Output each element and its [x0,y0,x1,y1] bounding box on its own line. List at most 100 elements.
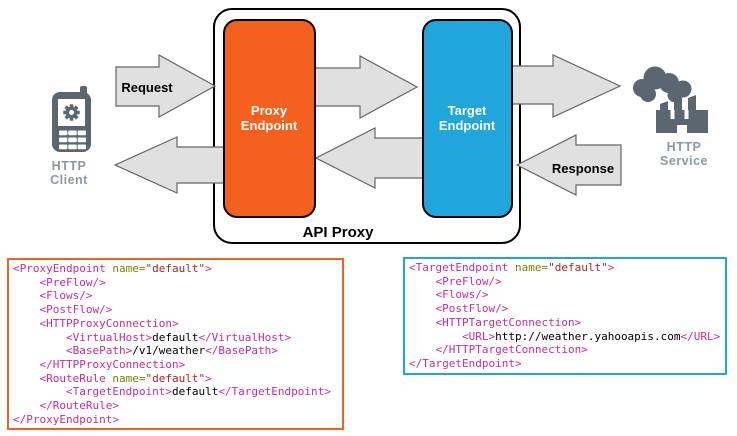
request-label: Request [121,80,173,95]
code-token-text [13,385,66,398]
proxy-endpoint-label-line2: Endpoint [241,118,298,133]
code-line: <PreFlow/> [13,276,338,290]
code-token-text [13,317,40,330]
code-line: <PreFlow/> [409,275,721,289]
code-token-text: /v1/weather [132,344,206,358]
code-token-tag: <PostFlow/> [39,303,113,317]
api-proxy-label: API Proxy [303,224,375,241]
proxy-endpoint-box [223,19,316,218]
code-token-text [508,261,515,274]
client-return-arrow [113,136,227,194]
code-line: <BasePath>/v1/weather</BasePath> [13,344,338,358]
http-client-label-line1: HTTP [52,159,87,173]
code-line: <HTTPTargetConnection> [409,316,721,330]
target-endpoint-label-line1: Target [448,103,487,118]
code-token-tag: > [205,371,212,385]
code-token-tag: <TargetEndpoint> [65,385,172,399]
code-line: <VirtualHost>default</VirtualHost> [13,331,338,345]
code-token-tag: <PreFlow/> [435,274,502,288]
code-token-text [13,344,66,357]
target-to-proxy-arrow [314,127,426,189]
code-token-text: default [152,330,199,344]
target-endpoint-code-block: <TargetEndpoint name="default"> <PreFlow… [403,257,727,375]
code-token-text [13,303,40,316]
code-token-tag: </ProxyEndpoint> [13,412,119,426]
code-token-tag: </TargetEndpoint> [218,385,331,399]
code-line: </HTTPTargetConnection> [409,343,721,357]
code-line: <PostFlow/> [13,303,338,317]
http-service-icon [633,66,708,133]
gear-icon [63,104,80,121]
request-arrow [115,53,217,119]
http-client-icon [52,86,91,152]
smoke-cloud [633,66,692,103]
code-line: <Flows/> [409,288,721,302]
code-line: <Flows/> [13,289,338,303]
code-token-text [13,399,40,412]
code-token-text [13,331,66,344]
code-token-tag: <Flows/> [435,288,489,302]
code-line: <RouteRule name="default"> [13,372,338,386]
proxy-endpoint-code-block: <ProxyEndpoint name="default"> <PreFlow/… [7,258,344,431]
flow-diagram: Proxy Endpoint Target Endpoint API Proxy… [50,8,708,244]
code-token-text [409,288,436,301]
proxy-to-target-arrow [312,54,419,120]
response-label: Response [552,161,614,176]
proxy-endpoint-label-line1: Proxy [251,103,288,118]
code-token-text [13,276,40,289]
code-line: <PostFlow/> [409,302,721,316]
code-token-tag: <Flows/> [39,289,93,303]
code-line: <ProxyEndpoint name="default"> [13,262,338,276]
code-token-tag: </HTTPProxyConnection> [39,357,186,371]
code-line: </HTTPProxyConnection> [13,358,338,372]
code-token-tag: </TargetEndpoint> [409,356,522,370]
target-endpoint-label-line2: Endpoint [439,118,496,133]
code-token-text [409,343,436,356]
code-token-val: "default" [145,371,206,385]
factory-building [656,95,708,133]
code-token-tag: </BasePath> [205,344,278,358]
factory-door [677,125,687,133]
target-to-service-arrow [508,54,622,118]
code-token-attr: name= [112,371,146,385]
code-token-tag: <RouteRule [39,371,106,385]
http-service-label-line1: HTTP [667,140,702,154]
code-line: </ProxyEndpoint> [13,413,338,427]
response-arrow [515,134,622,196]
code-token-text: http://weather.yahooapis.com [495,329,681,343]
http-service-label-line2: Service [660,154,708,168]
code-token-attr: name= [514,261,549,274]
code-token-val: "default" [145,262,206,275]
code-token-tag: <TargetEndpoint [409,261,509,274]
code-line: <TargetEndpoint>default</TargetEndpoint> [13,385,338,399]
code-line: </RouteRule> [13,399,338,413]
code-token-tag: </URL> [680,329,721,343]
code-token-tag: <HTTPProxyConnection> [39,316,179,330]
code-token-tag: </RouteRule> [39,399,119,413]
target-endpoint-box [422,19,513,218]
code-line: <HTTPProxyConnection> [13,317,338,331]
code-token-tag: </HTTPTargetConnection> [435,343,588,357]
code-token-val: "default" [548,261,608,274]
code-token-tag: <ProxyEndpoint [13,262,106,275]
code-line: <TargetEndpoint name="default"> [409,261,721,275]
code-token-text: default [171,385,219,399]
code-line: <URL>http://weather.yahooapis.com</URL> [409,330,721,344]
http-client-label-line2: Client [50,173,88,187]
code-token-tag: <PostFlow/> [435,302,509,316]
code-token-tag: > [607,261,615,274]
code-token-text [13,372,40,385]
code-token-tag: > [205,262,212,275]
code-token-text [13,358,40,371]
code-token-tag: <HTTPTargetConnection> [435,315,582,329]
code-token-text [13,289,40,302]
code-token-tag: </VirtualHost> [198,330,292,344]
code-token-tag: <PreFlow/> [39,275,106,289]
code-token-text [409,330,462,343]
code-token-text [409,302,436,315]
code-token-attr: name= [112,262,146,275]
code-token-tag: <VirtualHost> [65,330,153,344]
code-line: </TargetEndpoint> [409,357,721,371]
code-token-text [409,275,436,288]
